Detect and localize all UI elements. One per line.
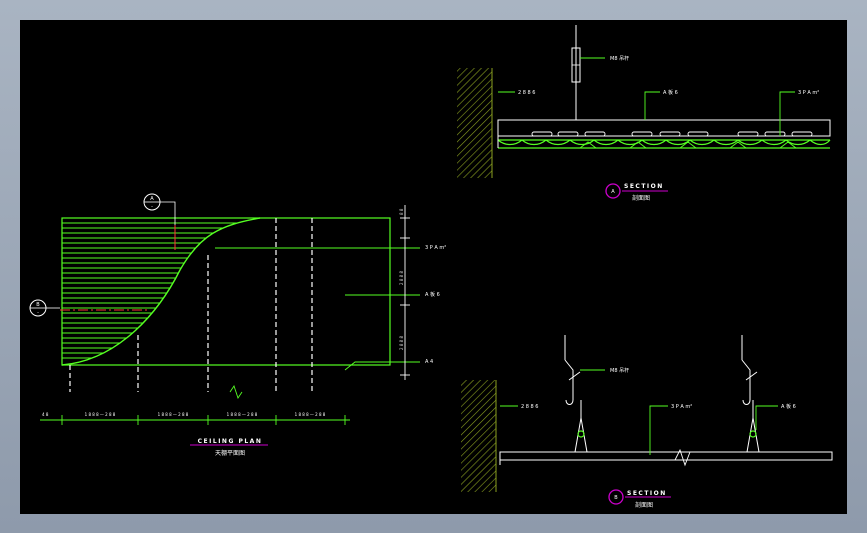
section-b-label-0: M8 吊杆	[610, 367, 629, 374]
plan-grid-lines	[69, 218, 313, 392]
section-b: M8 吊杆 2 8 8 6 3 P A m² A 板 6 B SECTION 剖…	[461, 335, 833, 509]
plan-title: CEILING PLAN	[198, 438, 263, 445]
plan-callout-b: B	[36, 302, 40, 308]
plan-dim-right	[400, 205, 410, 380]
plan-dim-bottom-4: 1 8 8 8 — 2 8 8	[295, 412, 326, 417]
plan-label-2: A 4	[425, 359, 433, 365]
section-b-ceiling	[499, 451, 833, 461]
section-b-title: SECTION	[627, 490, 667, 497]
plan-dim-bottom-1: 1 8 8 8 — 2 8 8	[85, 412, 116, 417]
section-a-wall	[457, 68, 492, 178]
plan-hatch	[62, 222, 260, 359]
section-b-hanger-1	[564, 335, 588, 453]
section-b-marker: B	[614, 495, 618, 501]
section-a-subtitle: 剖面图	[632, 194, 650, 202]
plan-curve	[61, 217, 261, 366]
section-b-marker-circle	[608, 489, 624, 505]
plan-dim-bottom-2: 1 8 8 8 — 2 8 8	[158, 412, 189, 417]
ceiling-plan: A - B - 8 8 2 8 8 8 2 8 8 8 3 P A m² A 板…	[29, 193, 446, 457]
section-a-label-2: A 板 6	[663, 89, 678, 96]
plan-label-1: A 板 6	[425, 291, 440, 298]
plan-outline	[61, 217, 391, 366]
section-a-marker-circle	[605, 183, 621, 199]
section-a-slots	[531, 131, 813, 137]
section-a-title: SECTION	[624, 183, 664, 190]
section-a-label-0: M8 吊杆	[610, 55, 629, 62]
cad-drawing-canvas[interactable]: A - B - 8 8 2 8 8 8 2 8 8 8 3 P A m² A 板…	[20, 20, 847, 514]
section-b-subtitle: 剖面图	[635, 501, 653, 509]
drawing-svg: A - B - 8 8 2 8 8 8 2 8 8 8 3 P A m² A 板…	[29, 25, 833, 509]
plan-dim-right-1: 2 8 8 8	[399, 271, 404, 285]
plan-callout-b-sub: -	[37, 310, 39, 316]
plan-dim-right-2: 2 8 8 8	[399, 336, 404, 350]
plan-label-0: 3 P A m²	[425, 245, 446, 251]
section-b-label-2: 3 P A m²	[671, 404, 692, 410]
plan-callout-a-sub: -	[151, 204, 153, 210]
section-a-panels	[497, 139, 831, 149]
section-a-label-3: 3 P A m²	[798, 90, 819, 96]
section-b-wall	[461, 380, 496, 492]
section-b-label-3: A 板 6	[781, 403, 796, 410]
section-a-marker: A	[611, 189, 615, 195]
plan-dim-bottom-3: 1 8 8 8 — 2 8 8	[227, 412, 258, 417]
plan-dim-bottom-0: 4 8	[42, 412, 49, 417]
section-a: M8 吊杆 2 8 8 6 A 板 6 3 P A m² A SECTION 剖…	[457, 25, 831, 202]
section-b-label-1: 2 8 8 6	[521, 404, 539, 410]
section-a-label-1: 2 8 8 6	[518, 90, 536, 96]
plan-dim-right-0: 8 8	[399, 208, 404, 215]
plan-callout-a: A	[150, 196, 154, 202]
plan-dim-bottom	[40, 384, 350, 425]
plan-subtitle: 天棚平面图	[215, 449, 245, 457]
